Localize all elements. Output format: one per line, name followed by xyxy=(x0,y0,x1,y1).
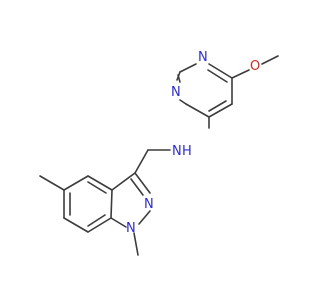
bond-n1-ch3 xyxy=(133,232,139,256)
bond-c5-ch3 xyxy=(39,175,65,191)
atom-labels: N N O N H N N xyxy=(126,50,260,236)
atom-n-indazole-2: N xyxy=(144,197,154,212)
structure-diagram: N N O N H N N xyxy=(39,50,279,256)
bond-c3a-c4 xyxy=(87,175,113,191)
bond-c2-n3-inner xyxy=(176,71,181,81)
bond-c4-n3 xyxy=(179,99,187,105)
bond-c3a-c3 xyxy=(111,172,136,191)
bond-c7-c7a xyxy=(87,217,112,233)
bond-c5-c4-double xyxy=(208,100,227,112)
bond-c3-n2-double xyxy=(130,178,144,196)
atom-o-methoxy: O xyxy=(250,59,260,74)
bond-c3-n2 xyxy=(134,172,151,194)
bond-n1-c6-double xyxy=(207,69,228,83)
atom-h-amine: H xyxy=(182,144,192,159)
bond-c3a-c4-double xyxy=(87,181,107,194)
atom-n-pyr-left: N xyxy=(171,85,181,100)
bond-c4-ring xyxy=(185,103,210,118)
bond-n1-c7a xyxy=(110,217,127,228)
atom-n-amine: N xyxy=(172,144,182,159)
bond-n2-n1 xyxy=(138,210,151,225)
atom-n-indazole-1: N xyxy=(126,221,136,236)
bond-o-ch3 xyxy=(261,55,279,65)
bond-c6-c7 xyxy=(63,217,89,233)
bond-n1-c6 xyxy=(208,63,233,79)
atom-n-pyr-top: N xyxy=(198,50,208,65)
bond-c7-c7a-double xyxy=(87,214,106,227)
bond-c5-c4 xyxy=(208,103,233,118)
bond-c4-c5 xyxy=(63,175,89,191)
bond-c6-o xyxy=(231,69,250,79)
bond-c2-n1 xyxy=(179,63,197,73)
bond-ch2-c3 xyxy=(134,149,149,174)
bonds xyxy=(39,55,279,256)
bond-c7a-c3a xyxy=(110,189,113,219)
